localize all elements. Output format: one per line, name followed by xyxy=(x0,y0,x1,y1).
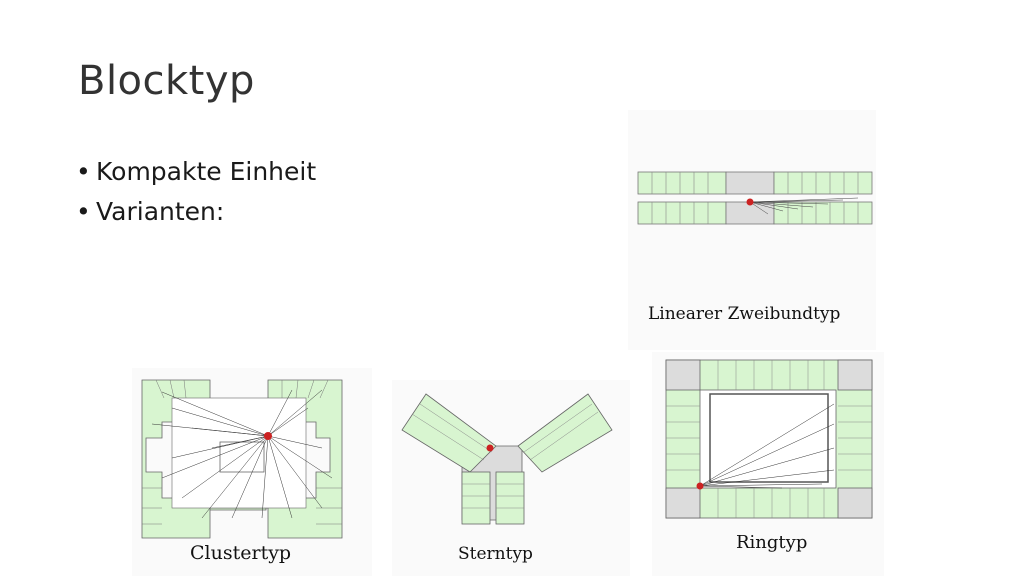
cluster-figure: Clustertyp xyxy=(132,368,372,576)
cluster-diagram xyxy=(141,379,343,539)
star-figure: Sterntyp xyxy=(392,380,630,576)
bullet-item: •Kompakte Einheit xyxy=(76,157,317,186)
cluster-caption: Clustertyp xyxy=(190,542,292,564)
ring-caption: Ringtyp xyxy=(736,532,808,553)
slide-title: Blocktyp xyxy=(78,58,255,104)
bullet-item: •Varianten: xyxy=(76,197,225,226)
star-diagram xyxy=(401,393,613,525)
ring-figure: Ringtyp xyxy=(652,352,884,576)
bullet-list: •Kompakte Einheit •Varianten: xyxy=(76,152,316,232)
start-node-icon xyxy=(486,444,494,452)
ring-diagram xyxy=(665,359,873,519)
start-node-icon xyxy=(696,482,704,490)
start-node-icon xyxy=(746,198,754,206)
start-node-icon xyxy=(264,432,272,440)
linear-figure: Linearer Zweibundtyp xyxy=(628,110,876,350)
linear-diagram xyxy=(637,171,873,225)
linear-caption: Linearer Zweibundtyp xyxy=(648,304,841,324)
star-caption: Sterntyp xyxy=(458,544,533,564)
